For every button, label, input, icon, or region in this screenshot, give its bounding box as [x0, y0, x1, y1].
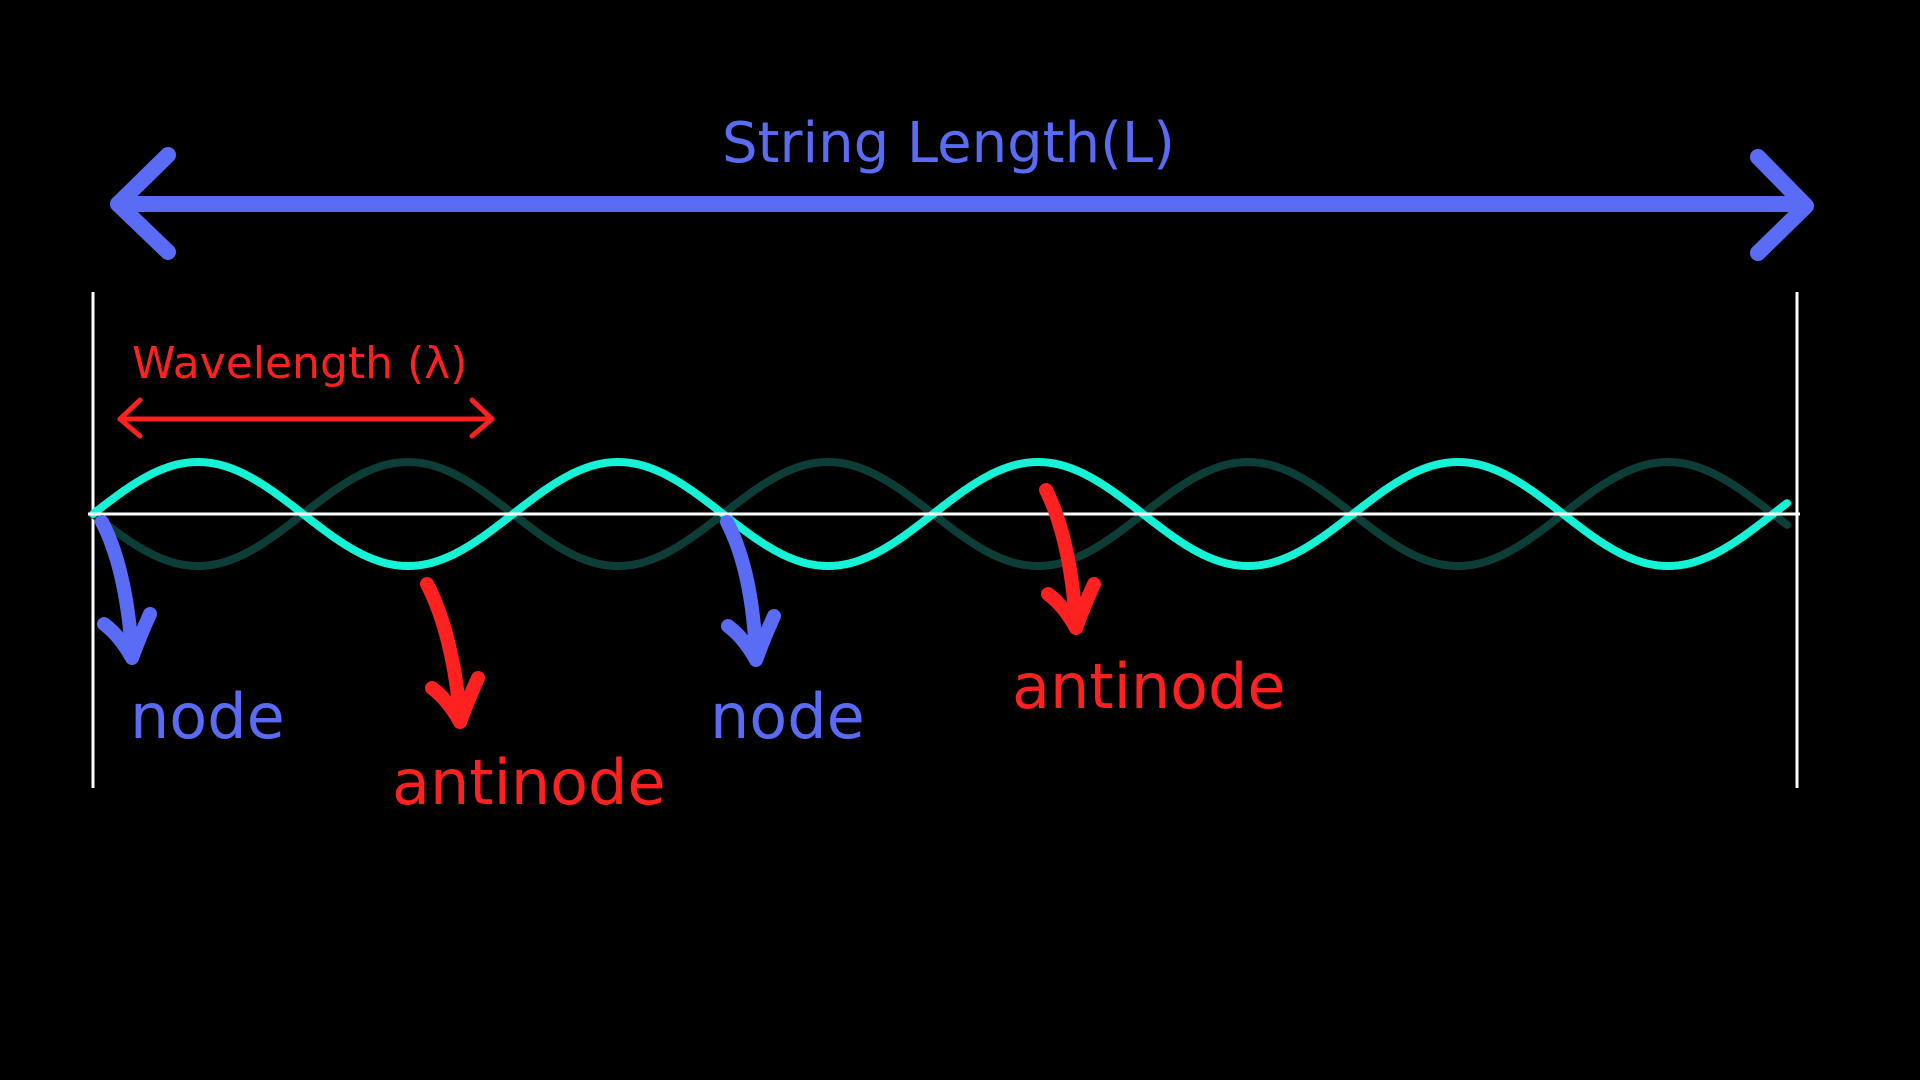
string-length-right-head: [1750, 149, 1814, 261]
wavelength-left-head: [117, 397, 143, 439]
node-label-1: node: [130, 680, 285, 753]
node-arrow-2: [720, 515, 763, 661]
antinode-label-1: antinode: [392, 746, 666, 819]
node-arrow-1: [95, 515, 139, 659]
antinode-arrow-2: [1039, 483, 1083, 629]
antinode-arrow-1: [420, 577, 467, 721]
string-length-arrow: [110, 147, 1814, 261]
string-length-left-head: [110, 147, 176, 260]
string-length-label: String Length(L): [722, 111, 1175, 176]
antinode-arrow-2-head: [1041, 577, 1101, 635]
node-label-2: node: [710, 680, 865, 753]
standing-wave-dark: [89, 458, 1791, 570]
wavelength-arrow: [117, 397, 495, 439]
wavelength-right-head: [469, 397, 495, 439]
antinode-arrow-1-head: [425, 671, 485, 729]
antinode-label-2: antinode: [1012, 650, 1286, 723]
node-arrow-2-head: [721, 609, 781, 667]
standing-wave-bright: [89, 458, 1791, 570]
wavelength-label: Wavelength (λ): [132, 338, 468, 389]
node-arrow-1-head: [97, 607, 157, 665]
